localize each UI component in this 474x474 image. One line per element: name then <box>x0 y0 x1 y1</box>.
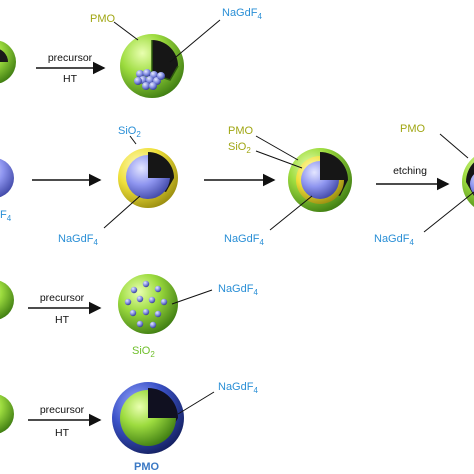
embedded-nanoparticles <box>124 280 168 329</box>
row2-end-sphere <box>462 157 474 207</box>
label-nagdf4: NaGdF4 <box>222 7 262 21</box>
label-sio2: SiO2 <box>118 125 141 139</box>
leader-line <box>177 391 215 415</box>
leader-line <box>423 191 474 233</box>
leader-line <box>171 289 213 305</box>
row3: precursor HT NaGdF4 SiO2 <box>0 274 258 359</box>
row1: precursor HT PMO NaGdF4 <box>0 7 262 98</box>
label-nagdf4-c: NaGdF4 <box>374 233 414 247</box>
row3-start-sphere <box>0 280 14 320</box>
label-pmo: PMO <box>90 13 116 25</box>
label-pmo-b: PMO <box>228 125 254 137</box>
row2: F4 SiO2 NaGdF4 PMO SiO2 NaGdF4 etching <box>0 123 474 247</box>
nanoparticle-cluster <box>134 69 165 90</box>
row2-partial-label: F4 <box>0 209 12 223</box>
label-pmo-c: PMO <box>400 123 426 135</box>
row2-sio2-core-sphere <box>118 148 178 208</box>
leader-line <box>113 21 139 41</box>
row2-start-core <box>0 158 14 198</box>
leader-line <box>169 19 221 63</box>
row3-dotted-sphere <box>118 274 178 334</box>
leader-line <box>269 195 313 231</box>
label-nagdf4: NaGdF4 <box>218 381 258 395</box>
leader-line <box>103 195 141 229</box>
row1-start-sphere <box>0 40 16 84</box>
row2-etching-label: etching <box>393 165 427 177</box>
leader-line <box>255 150 303 169</box>
row1-arrow-bottom-label: HT <box>63 73 78 85</box>
label-sio2: SiO2 <box>132 345 155 359</box>
leader-line <box>255 135 299 161</box>
row1-yolk-shell-sphere <box>120 34 184 98</box>
row3-arrow-bottom-label: HT <box>55 314 70 326</box>
row4-arrow-bottom-label: HT <box>55 427 70 439</box>
label-nagdf4-a: NaGdF4 <box>58 233 98 247</box>
row4-pmo-shell-sphere <box>112 382 184 454</box>
row4: precursor HT NaGdF4 PMO <box>0 381 258 473</box>
row3-arrow-top-label: precursor <box>40 292 85 304</box>
row4-start-sphere <box>0 394 14 434</box>
leader-line <box>129 135 137 145</box>
row2-pmo-sio2-core-sphere <box>288 148 352 212</box>
label-pmo: PMO <box>134 461 160 473</box>
row4-arrow-top-label: precursor <box>40 404 85 416</box>
leader-line <box>439 133 469 159</box>
row1-arrow-top-label: precursor <box>48 52 93 64</box>
label-nagdf4: NaGdF4 <box>218 283 258 297</box>
label-nagdf4-b: NaGdF4 <box>224 233 264 247</box>
label-sio2-b: SiO2 <box>228 141 251 155</box>
